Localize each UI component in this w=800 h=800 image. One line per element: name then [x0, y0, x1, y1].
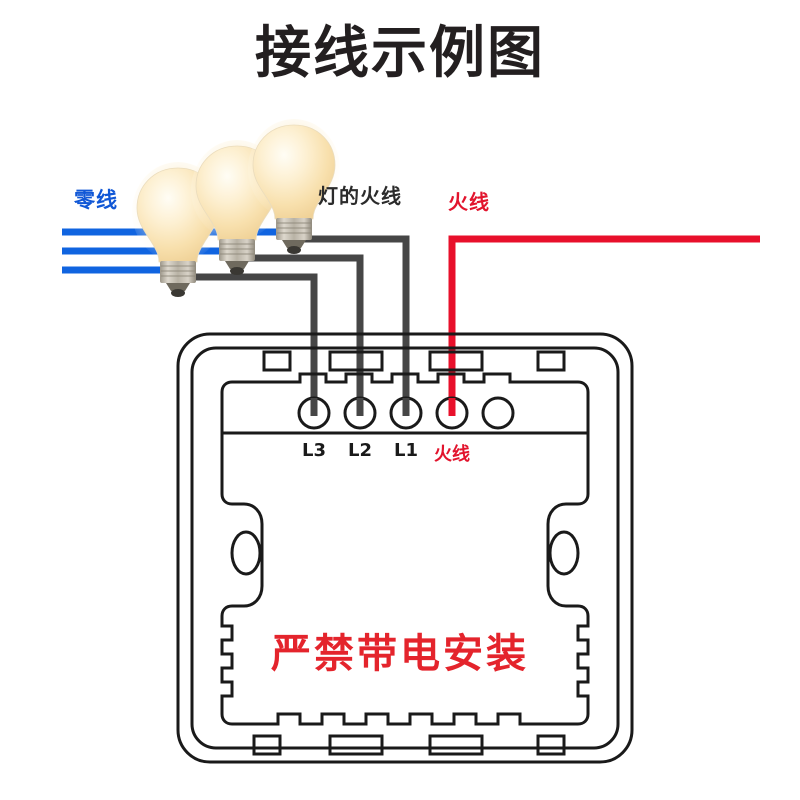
terminal-label-l2: L2 — [348, 440, 372, 461]
bottom-rect-1 — [252, 734, 282, 756]
live-wire — [448, 235, 760, 413]
top-rect-4 — [536, 350, 566, 372]
neutral-wire-label: 零线 — [74, 188, 118, 212]
terminal-label-l1: L1 — [394, 440, 418, 461]
light-bulb-group — [132, 119, 340, 297]
mount-slot-right — [548, 530, 580, 576]
light-bulb-3 — [248, 119, 340, 254]
top-rect-3 — [428, 350, 484, 372]
lamp-live-wire-group — [175, 228, 410, 413]
terminal-hole-spare[interactable] — [481, 396, 515, 430]
terminal-wire-stub-group — [310, 398, 456, 416]
switch-panel — [176, 332, 634, 764]
bottom-rect-3 — [428, 734, 484, 756]
terminal-label-live: 火线 — [434, 444, 470, 465]
lamp-live-wire-label: 灯的火线 — [318, 184, 402, 208]
panel-body-outline — [220, 372, 590, 726]
top-rect-2 — [328, 350, 384, 372]
warning-text: 严禁带电安装 — [271, 631, 529, 677]
lamp-wire-l3 — [175, 270, 318, 413]
page-title: 接线示例图 — [255, 21, 545, 86]
bottom-rect-4 — [536, 734, 566, 756]
panel-outer-frame — [176, 332, 634, 764]
terminal-label-l3: L3 — [302, 440, 326, 461]
live-wire-group — [448, 235, 760, 413]
top-rect-1 — [262, 350, 292, 372]
live-wire-label: 火线 — [448, 190, 490, 214]
mount-slot-left — [230, 530, 262, 576]
bottom-rect-2 — [328, 734, 384, 756]
panel-inner-frame — [190, 346, 620, 750]
